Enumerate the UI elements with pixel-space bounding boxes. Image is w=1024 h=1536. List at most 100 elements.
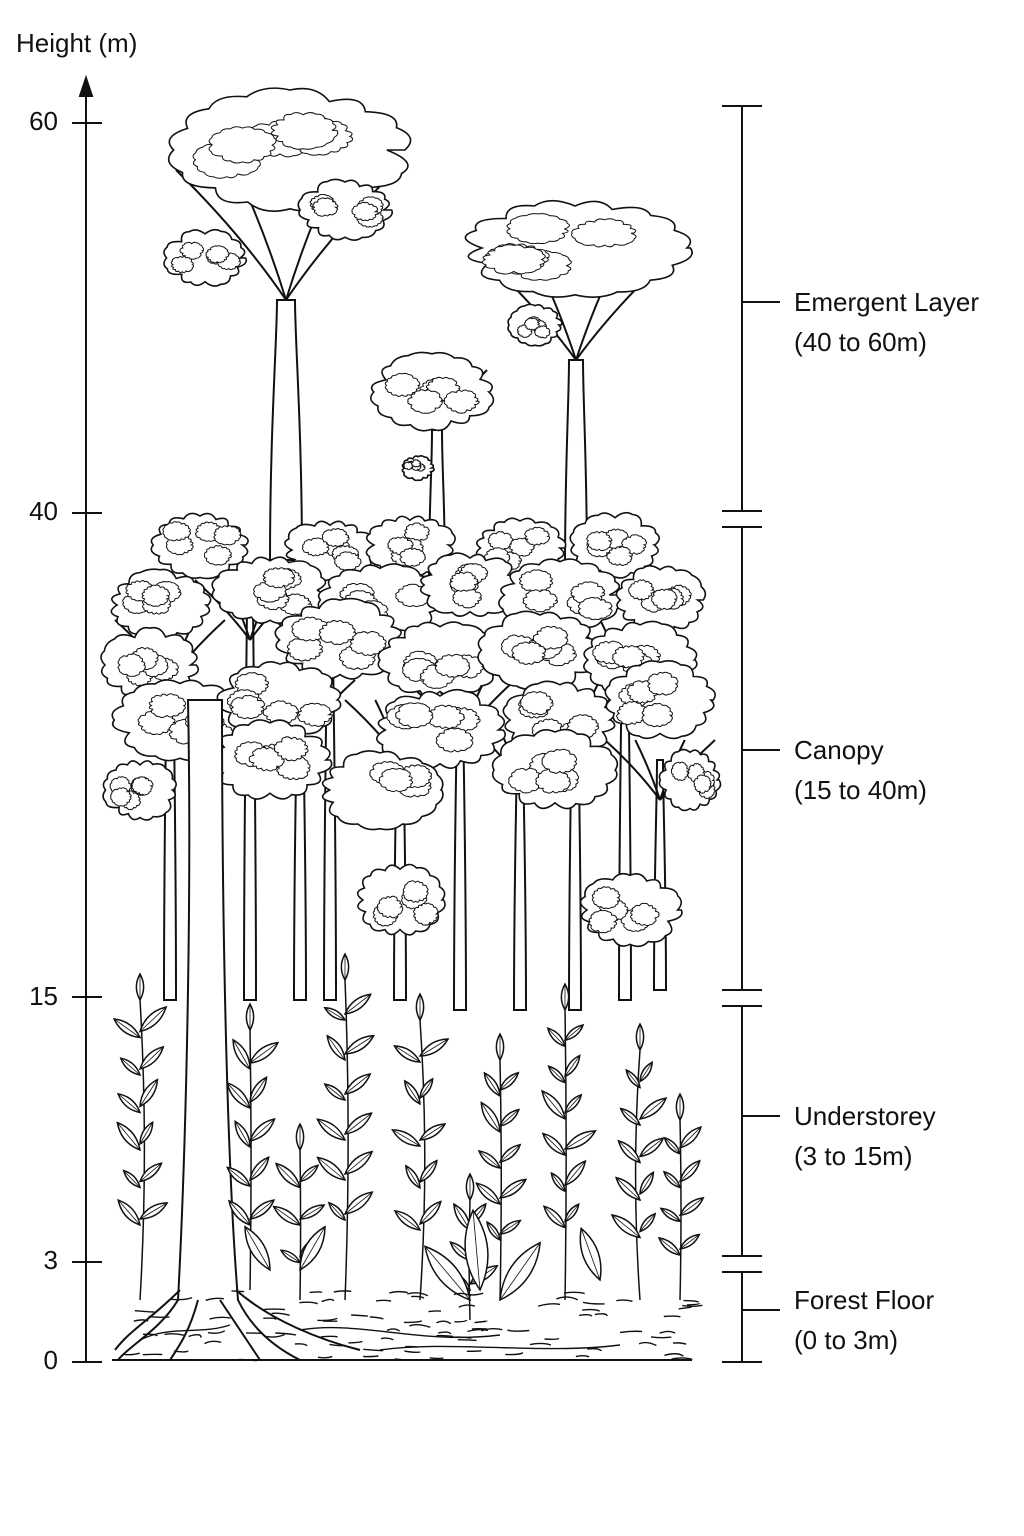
crown-tuft: [312, 197, 339, 217]
leaf: [327, 1201, 347, 1222]
leaf-vein: [299, 1226, 326, 1271]
leaf-vein: [392, 1129, 421, 1147]
leaf-vein: [249, 1118, 275, 1142]
ground-root: [139, 1324, 231, 1341]
leaf-litter: [587, 1347, 602, 1352]
tree-branch: [175, 169, 287, 301]
tree-crown: [507, 303, 563, 347]
leaf: [299, 1225, 326, 1272]
understorey-plant: [316, 952, 375, 1301]
crown-tuft: [205, 245, 230, 264]
leaf-vein: [564, 1160, 586, 1186]
crown-tuft: [403, 461, 414, 471]
crown-tuft: [411, 459, 422, 468]
leaf: [116, 1121, 141, 1152]
leaf-litter: [582, 1301, 605, 1305]
leaf-litter: [428, 1310, 442, 1313]
leaf: [117, 1198, 142, 1227]
leaf: [139, 1120, 154, 1146]
leaf-vein: [344, 1151, 373, 1175]
leaf: [619, 1107, 642, 1126]
tree-crown: [297, 178, 393, 241]
bracket-emergent: [722, 105, 780, 512]
leaf: [122, 1169, 142, 1189]
leaf: [498, 1143, 522, 1164]
leaf-vein: [499, 1109, 520, 1127]
leaf-vein: [249, 1042, 279, 1064]
tree-crown: [376, 688, 506, 770]
crown-tuft: [641, 703, 674, 728]
leaf-vein: [679, 1234, 700, 1250]
leaf: [274, 1162, 302, 1189]
crown-tuft: [541, 748, 578, 774]
layer-name: Canopy: [794, 735, 884, 765]
tree-crown: [370, 351, 495, 432]
leaf: [226, 1081, 252, 1110]
leaf: [663, 1136, 682, 1155]
leaf: [498, 1178, 528, 1199]
crown-tuft: [110, 787, 132, 807]
leaf: [138, 1045, 165, 1071]
leaf-litter: [188, 1334, 202, 1338]
leaf-litter: [664, 1353, 684, 1357]
leaf-vein: [499, 1220, 521, 1235]
crown-tuft: [628, 579, 655, 601]
leaf: [116, 1092, 142, 1114]
leaf-vein: [324, 1083, 346, 1101]
understorey-plant: [610, 1022, 668, 1301]
tree-crown: [321, 750, 444, 831]
emergent-crowns: [163, 87, 693, 482]
leaf: [244, 1225, 271, 1272]
leaf-litter: [363, 1355, 379, 1358]
crown-tuft: [276, 755, 311, 781]
crown-tuft: [376, 895, 404, 919]
crown-tuft: [318, 620, 357, 646]
leaf-vein: [120, 1057, 141, 1076]
crown-tuft: [693, 774, 712, 794]
tree-crown: [365, 515, 456, 577]
leaf-litter: [173, 1350, 189, 1353]
understorey-plant: [391, 992, 450, 1301]
crown-tuft: [203, 545, 232, 566]
leaf: [248, 1199, 276, 1220]
leaf-litter: [275, 1332, 297, 1336]
tree-crown: [477, 610, 601, 691]
leaf: [272, 1205, 302, 1226]
leaf: [477, 1149, 502, 1169]
leaf-vein: [499, 1072, 519, 1091]
crown-tuft: [230, 694, 266, 720]
crown-tuft: [520, 691, 554, 716]
leaf-vein: [419, 1078, 434, 1099]
leaf-vein: [227, 1167, 251, 1187]
understorey-plant: [112, 972, 169, 1301]
leaf-litter: [351, 1314, 368, 1317]
leaf-vein: [618, 1140, 641, 1163]
tree-crown: [150, 512, 249, 580]
leaf-vein: [480, 1102, 501, 1133]
leaf: [563, 1093, 583, 1114]
leaf: [227, 1199, 252, 1227]
leaf-vein: [580, 1228, 601, 1281]
leaf-vein: [317, 1157, 346, 1181]
crown-outline: [150, 512, 249, 580]
leaf: [340, 952, 350, 982]
crown-tuft: [334, 551, 362, 571]
crown-tuft: [524, 526, 551, 546]
leaf-vein: [344, 1191, 373, 1215]
leaf-litter: [638, 1341, 657, 1347]
leaf-vein: [564, 1024, 584, 1041]
leaf: [495, 1032, 505, 1062]
leaf-litter: [659, 1330, 676, 1334]
leaf-vein: [139, 1079, 158, 1107]
leaf-vein: [542, 1133, 566, 1156]
leaf: [678, 1233, 701, 1250]
leaf-litter: [507, 1329, 530, 1332]
leaf: [610, 1214, 642, 1239]
leaf-vein: [472, 1210, 481, 1291]
leaf: [563, 1130, 597, 1150]
leaf-litter: [409, 1323, 431, 1328]
crown-tuft: [651, 588, 678, 610]
leaf-litter: [148, 1315, 170, 1318]
leaf: [659, 1207, 682, 1223]
tree-crown: [110, 568, 212, 641]
